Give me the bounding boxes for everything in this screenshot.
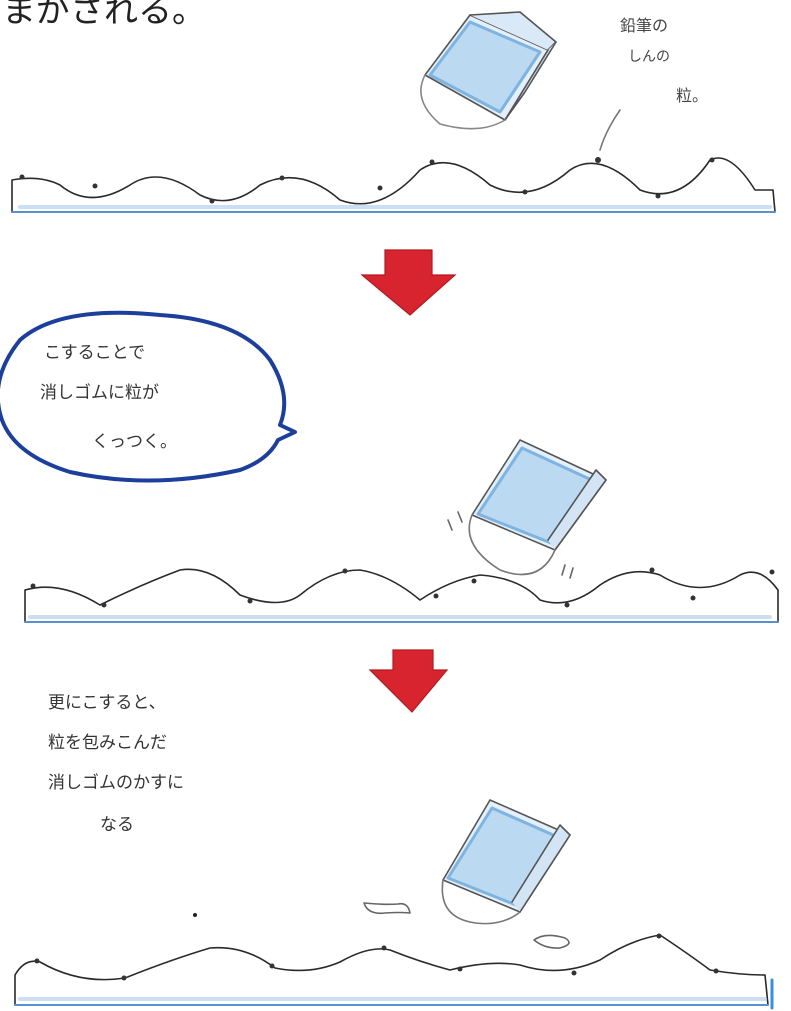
bubble-text-line2: 消しゴムに粒が: [40, 383, 159, 403]
bubble-text-line1: こすることで: [44, 343, 146, 363]
step-arrow-1: [360, 249, 457, 316]
eraser-crumb-1: [363, 902, 411, 915]
step3-caption-line2: 粒を包みこんだ: [48, 733, 167, 753]
pencil-grain-label-line1: 鉛筆の: [620, 16, 669, 35]
step3-caption-line4: なる: [100, 815, 134, 835]
eraser-1: [420, 11, 557, 130]
bubble-text-line3: くっつく。: [92, 432, 177, 452]
speech-bubble: [0, 310, 297, 483]
pencil-grains-2: [30, 567, 775, 608]
pencil-grain-label-line2: しんの: [628, 49, 670, 65]
step3-caption-line1: 更にこすると、: [48, 693, 166, 713]
paper-surface-3: [14, 934, 774, 1010]
eraser-crumb-2: [533, 934, 570, 949]
paper-surface-1: [11, 157, 776, 213]
step3-caption-line3: 消しゴムのかすに: [48, 773, 184, 793]
paper-surface-2: [24, 568, 779, 623]
grain-leader-line: [599, 109, 621, 151]
pencil-grains-1: [19, 157, 715, 204]
pencil-grains-3: [34, 933, 719, 981]
eraser-2: [447, 439, 607, 579]
top-caption: まがされる。: [2, 0, 206, 31]
eraser-3: [441, 799, 571, 925]
pencil-grain-label-line3: 粒。: [676, 86, 709, 105]
step-arrow-2: [368, 649, 449, 713]
small-dot: [193, 913, 197, 917]
